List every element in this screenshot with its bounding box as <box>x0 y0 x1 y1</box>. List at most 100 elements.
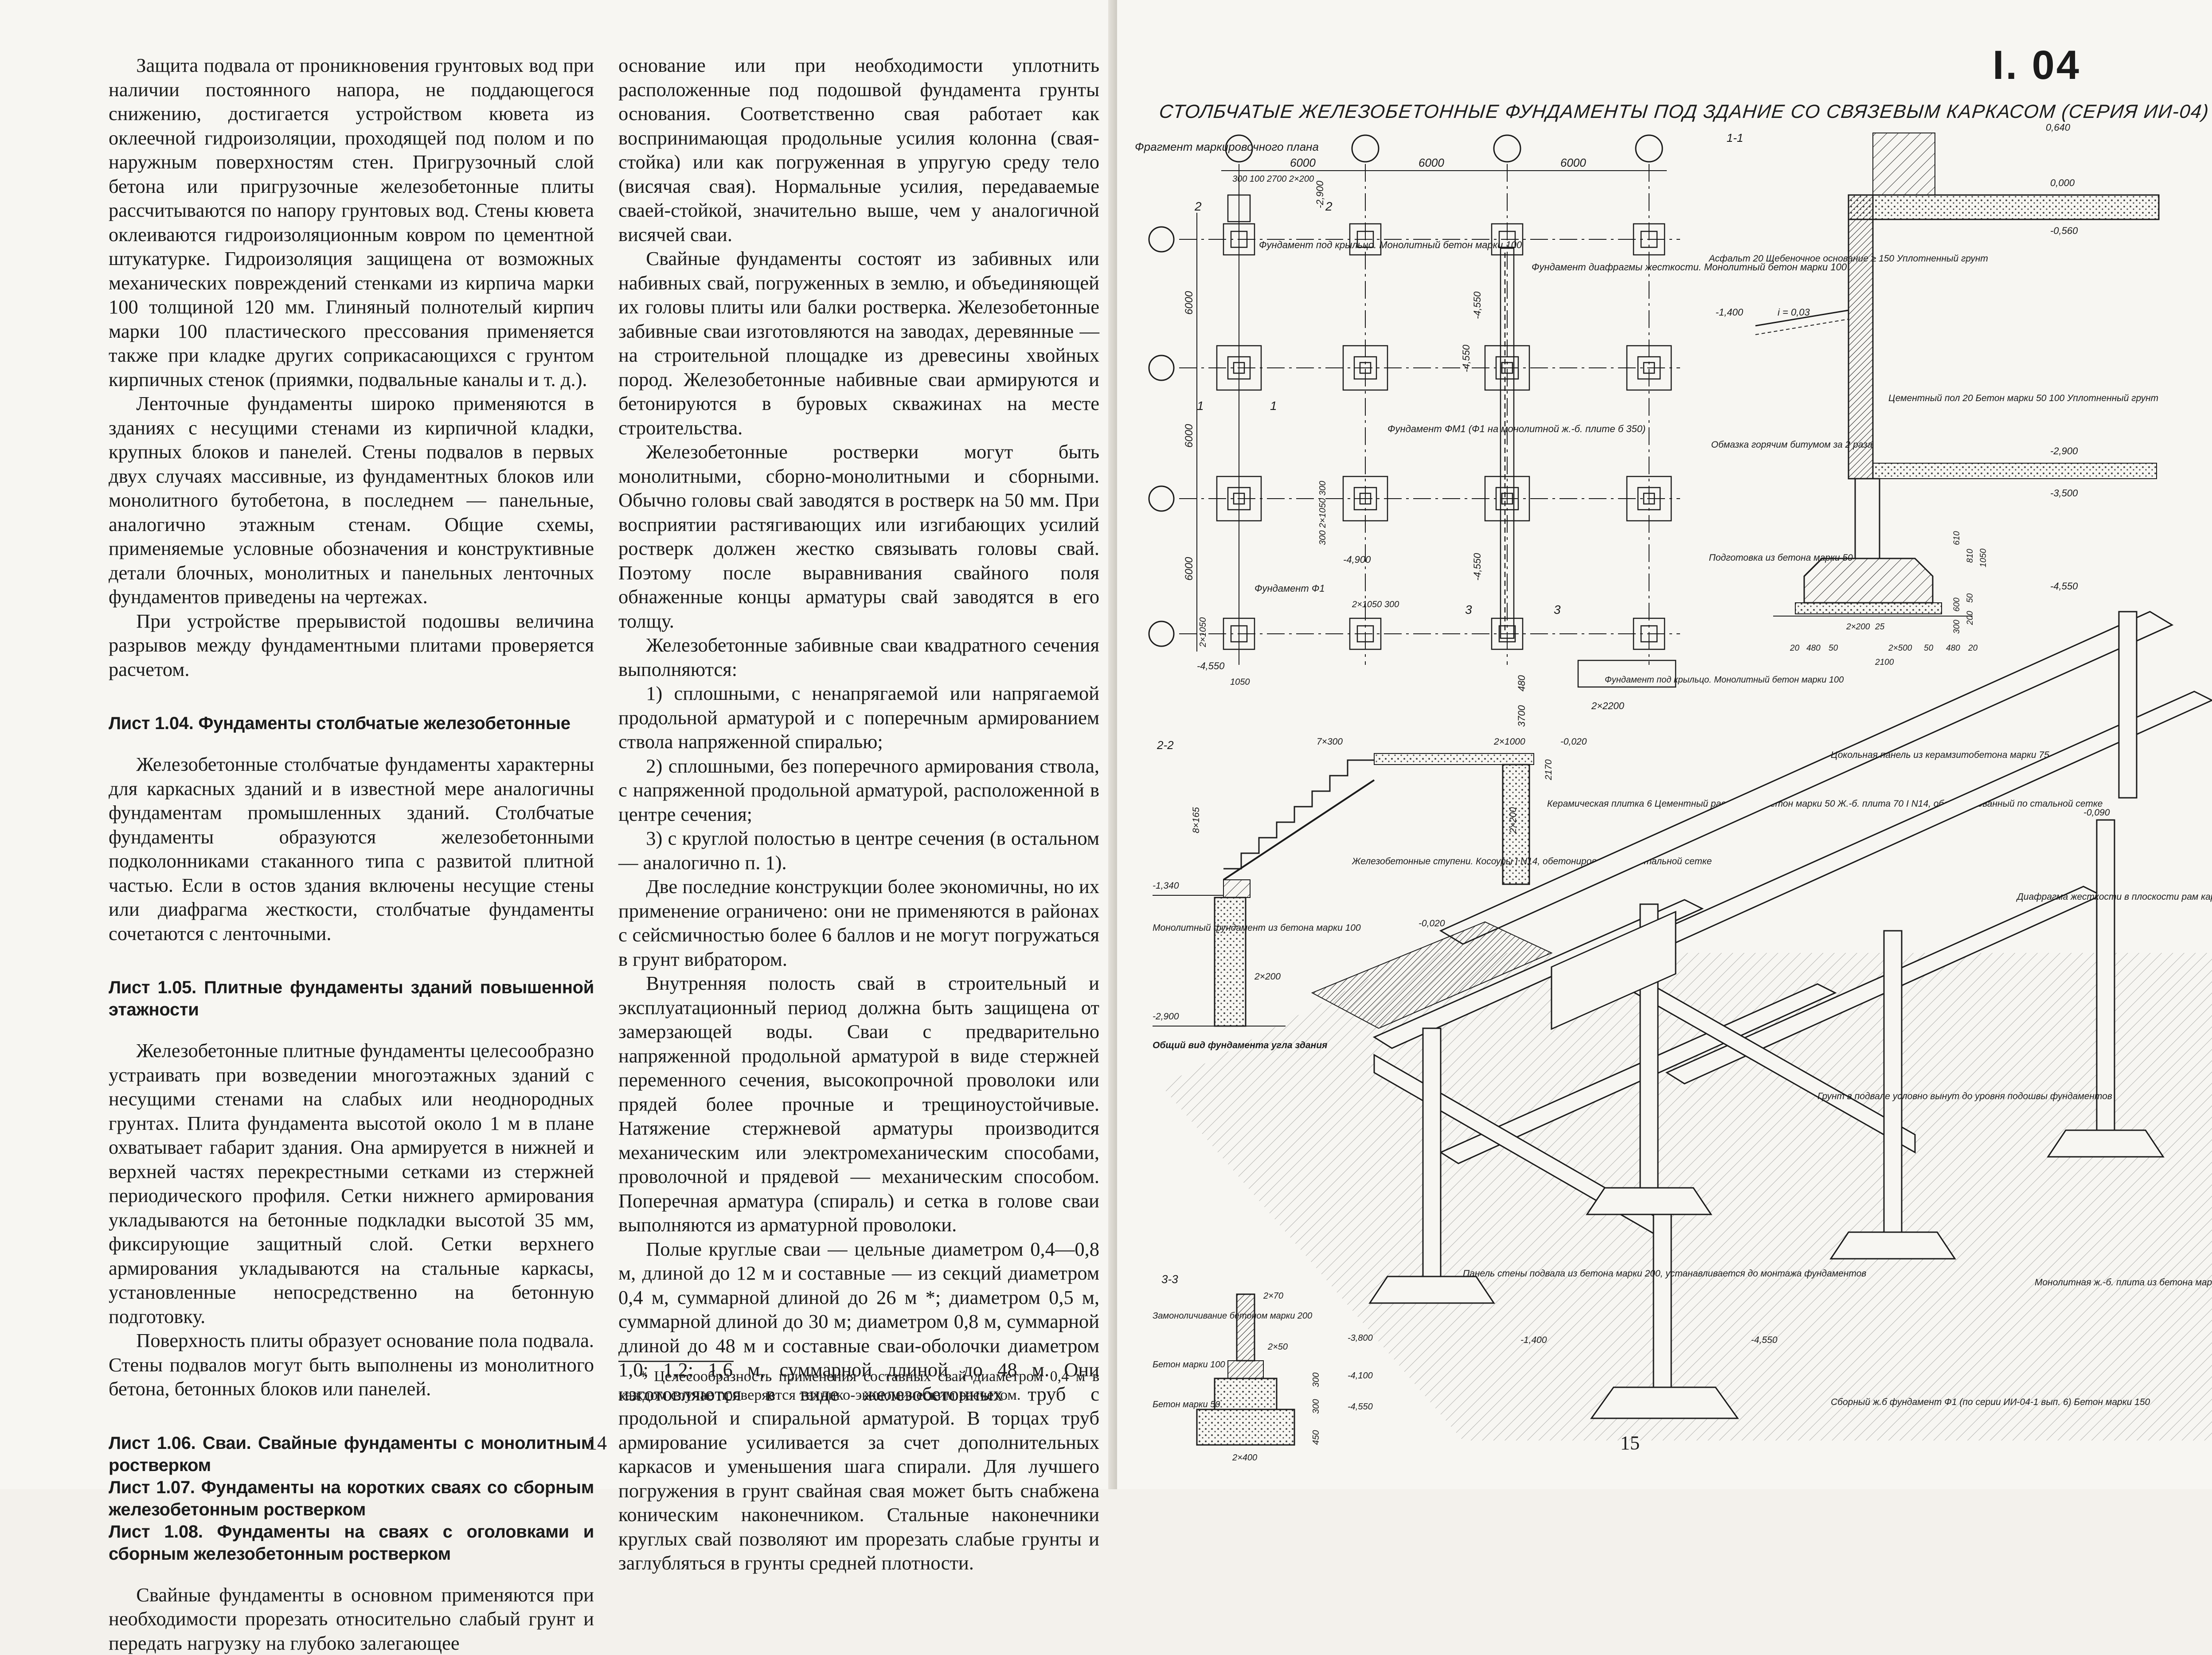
svg-text:450: 450 <box>1311 1430 1321 1445</box>
span-3: 6000 <box>1560 156 1586 169</box>
cut-marks: 1 1 2 2 3 3 <box>1194 199 1561 617</box>
svg-text:7×300: 7×300 <box>1317 737 1343 747</box>
foundation-plan: Фрагмент маркировочного плана 6000 6000 … <box>1135 135 1847 727</box>
svg-text:Керамическая плитка 6 Цементны: Керамическая плитка 6 Цементный раствор … <box>1547 799 2103 809</box>
svg-text:300: 300 <box>1952 620 1962 634</box>
row-span-1: 6000 <box>1183 291 1195 315</box>
svg-text:20: 20 <box>1790 644 1800 653</box>
svg-text:50: 50 <box>1924 644 1934 653</box>
svg-text:-0,090: -0,090 <box>2083 808 2110 818</box>
row-span-3: 6000 <box>1183 557 1195 581</box>
section-label: 2-2 <box>1157 738 1174 752</box>
construction-drawing: Фрагмент маркировочного плана 6000 6000 … <box>0 0 2212 1489</box>
svg-text:Замоноличивание бетоном марки: Замоноличивание бетоном марки 200 <box>1153 1311 1312 1321</box>
svg-text:i = 0,03: i = 0,03 <box>1778 307 1810 318</box>
svg-text:Подготовка из бетона марки 50: Подготовка из бетона марки 50 <box>1709 553 1853 563</box>
svg-text:300: 300 <box>1311 1373 1321 1387</box>
top-small-dims: 300 100 2700 2×200 <box>1232 174 1314 184</box>
svg-text:Монолитная ж.-б. плита из бето: Монолитная ж.-б. плита из бетона марки 1… <box>2035 1277 2212 1288</box>
svg-text:-3,800: -3,800 <box>1348 1333 1373 1343</box>
section-heading-1-08: Лист 1.08. Фундаменты на сваях с оголовк… <box>109 1521 594 1565</box>
paragraph: Свайные фундаменты в основном применяютс… <box>109 1583 594 1655</box>
svg-text:50: 50 <box>1966 593 1975 603</box>
svg-text:Панель стены подвала из бетона: Панель стены подвала из бетона марки 200… <box>1463 1269 1866 1279</box>
svg-text:Сборный ж.б фундамент Ф1 (по с: Сборный ж.б фундамент Ф1 (по серии ИИ-04… <box>1831 1397 2150 1407</box>
dim: 480 <box>1516 675 1527 691</box>
svg-text:-3,500: -3,500 <box>2050 488 2078 499</box>
svg-text:-2,900: -2,900 <box>2050 445 2078 457</box>
section-label: 3-3 <box>1161 1272 1178 1286</box>
svg-text:2100: 2100 <box>1875 658 1894 667</box>
span-2: 6000 <box>1419 156 1444 169</box>
section-3-3: 3-3 Замоноличивание бетоном марки 200 Бе… <box>1153 1272 1373 1463</box>
svg-text:-0,020: -0,020 <box>1560 737 1587 747</box>
svg-text:-4,550: -4,550 <box>2050 581 2078 592</box>
svg-text:2×200: 2×200 <box>1508 807 1518 834</box>
svg-text:1050: 1050 <box>1979 548 1988 567</box>
fm1-foundation-note: Фундамент ФМ1 (Ф1 на монолитной ж.-б. пл… <box>1387 423 1645 434</box>
svg-text:0,000: 0,000 <box>2050 177 2075 188</box>
dim: 2×1050 300 <box>1352 600 1399 609</box>
svg-text:8×165: 8×165 <box>1191 807 1201 833</box>
axis-bubbles-left <box>1149 227 1174 646</box>
svg-text:Общий вид фундамента угла здан: Общий вид фундамента угла здания <box>1153 1040 1327 1050</box>
span-1: 6000 <box>1290 156 1316 169</box>
svg-text:-2,900: -2,900 <box>1153 1011 1179 1022</box>
svg-text:-4,550: -4,550 <box>1348 1402 1373 1412</box>
svg-text:-1,340: -1,340 <box>1153 881 1179 891</box>
svg-text:2×200: 2×200 <box>1254 972 1281 982</box>
svg-text:Цокольная панель из керамзитоб: Цокольная панель из керамзитобетона марк… <box>1831 750 2049 760</box>
svg-text:600: 600 <box>1952 597 1962 612</box>
svg-text:300: 300 <box>1311 1399 1321 1414</box>
svg-text:3: 3 <box>1465 603 1472 617</box>
dim: 300 2×1050 300 <box>1318 481 1328 545</box>
svg-text:2×200: 2×200 <box>1846 622 1870 632</box>
svg-text:20: 20 <box>1968 644 1978 653</box>
svg-text:2×400: 2×400 <box>1232 1453 1257 1463</box>
level-mark: -4,550 <box>1472 291 1483 319</box>
svg-text:1: 1 <box>1270 399 1277 413</box>
dim: 1050 <box>1230 677 1250 687</box>
svg-text:200: 200 <box>1966 611 1975 625</box>
porch-foundation-note-2: Фундамент под крыльцо. Монолитный бетон … <box>1605 675 1844 685</box>
section-1-1: 1-1 0,640 0,000 -0,560 -1,400 -2,900 -3,… <box>1708 122 2159 667</box>
svg-text:2: 2 <box>1194 199 1202 213</box>
section-label: 1-1 <box>1727 131 1743 144</box>
svg-text:2170: 2170 <box>1544 759 1554 781</box>
svg-text:25: 25 <box>1875 622 1885 632</box>
svg-text:-4,550: -4,550 <box>1751 1335 1778 1345</box>
section-1-1-notes: Асфальт 20 Щебеночное основание ≥ 150 Уп… <box>1708 254 2158 563</box>
dim: 3700 <box>1516 705 1527 727</box>
svg-text:Железобетонные ступени. Косоур: Железобетонные ступени. Косоуры I N14, о… <box>1352 856 1712 867</box>
f1-foundation-note: Фундамент Ф1 <box>1255 583 1325 594</box>
svg-text:Монолитный фундамент из бетона: Монолитный фундамент из бетона марки 100 <box>1153 923 1361 933</box>
svg-text:2×500: 2×500 <box>1888 644 1912 653</box>
svg-text:2×1000: 2×1000 <box>1493 737 1525 747</box>
svg-text:-1,400: -1,400 <box>1520 1335 1547 1345</box>
row-span-2: 6000 <box>1183 424 1195 448</box>
svg-text:Обмазка горячим битумом за 2 р: Обмазка горячим битумом за 2 раза <box>1711 440 1872 450</box>
level-mark: -4,900 <box>1343 554 1371 565</box>
svg-text:480: 480 <box>1806 644 1821 653</box>
porch-foundation-note: Фундамент под крыльцо. Монолитный бетон … <box>1259 239 1522 250</box>
svg-text:50: 50 <box>1829 644 1838 653</box>
level-mark: -4,550 <box>1461 344 1472 372</box>
svg-text:1: 1 <box>1197 399 1204 413</box>
svg-text:610: 610 <box>1952 531 1962 545</box>
svg-text:480: 480 <box>1946 644 1960 653</box>
svg-text:Диафрагма жесткости в плоскост: Диафрагма жесткости в плоскости рам карк… <box>2016 892 2212 902</box>
svg-text:810: 810 <box>1966 549 1975 563</box>
dim: 2×1050 <box>1198 617 1208 648</box>
svg-text:-4,100: -4,100 <box>1348 1371 1373 1381</box>
svg-text:0,640: 0,640 <box>2046 122 2071 133</box>
svg-text:Цементный пол 20 Бетон марки 5: Цементный пол 20 Бетон марки 50 100 Упло… <box>1888 393 2158 403</box>
svg-text:2×50: 2×50 <box>1267 1342 1288 1352</box>
level-mark: -4,550 <box>1472 553 1483 581</box>
dim: 2×2200 <box>1591 700 1625 711</box>
page-number-right: 15 <box>1620 1432 1640 1454</box>
svg-text:-1,400: -1,400 <box>1716 307 1743 318</box>
level-mark: -4,550 <box>1197 660 1225 671</box>
svg-text:-0,560: -0,560 <box>2050 225 2078 236</box>
svg-text:2×70: 2×70 <box>1263 1291 1283 1301</box>
svg-text:3: 3 <box>1554 603 1561 617</box>
